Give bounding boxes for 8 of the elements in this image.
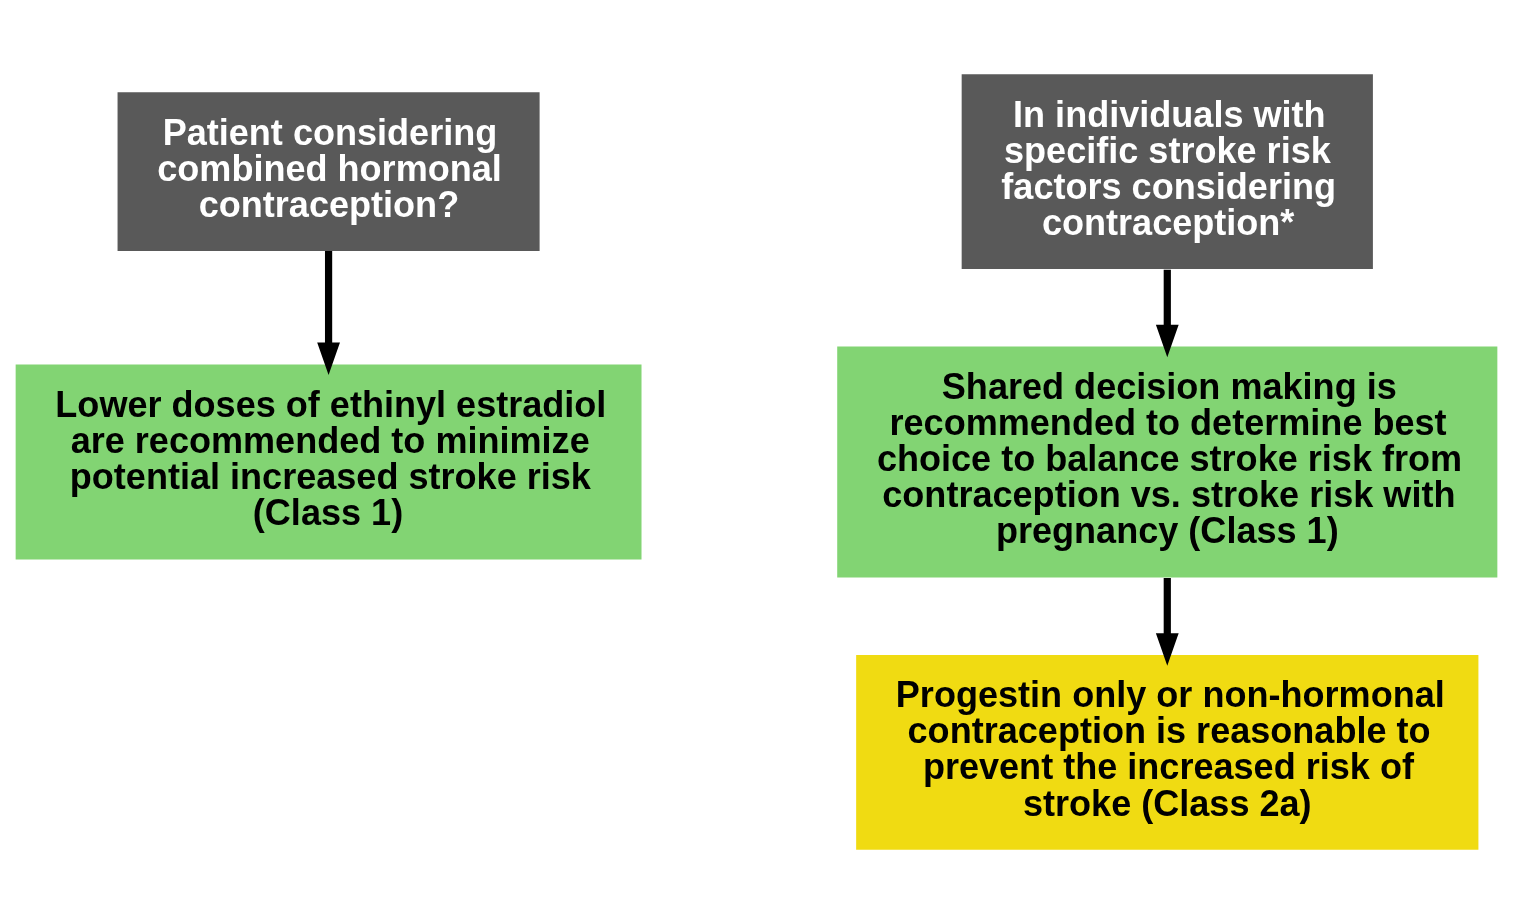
arrow <box>1155 577 1179 666</box>
arrow <box>1155 269 1179 357</box>
node-box: Patient considering combined hormonal contraception? <box>117 91 540 251</box>
node-box: Shared decision making is recommended to determine best choice to balance stroke risk from contraception vs. stroke risk with pregnancy (Class 1) <box>837 346 1498 577</box>
node-box: Progestin only or non-hormonal contraception is reasonable to prevent the increased risk of stroke (Class 2a) <box>856 654 1479 850</box>
node-box: Lower doses of ethinyl estradiol are recommended to minimize potential increased stroke risk (Class 1) <box>15 364 642 559</box>
node-box: In individuals with specific stroke risk factors considering contraception* <box>961 73 1373 269</box>
arrow <box>317 250 340 375</box>
